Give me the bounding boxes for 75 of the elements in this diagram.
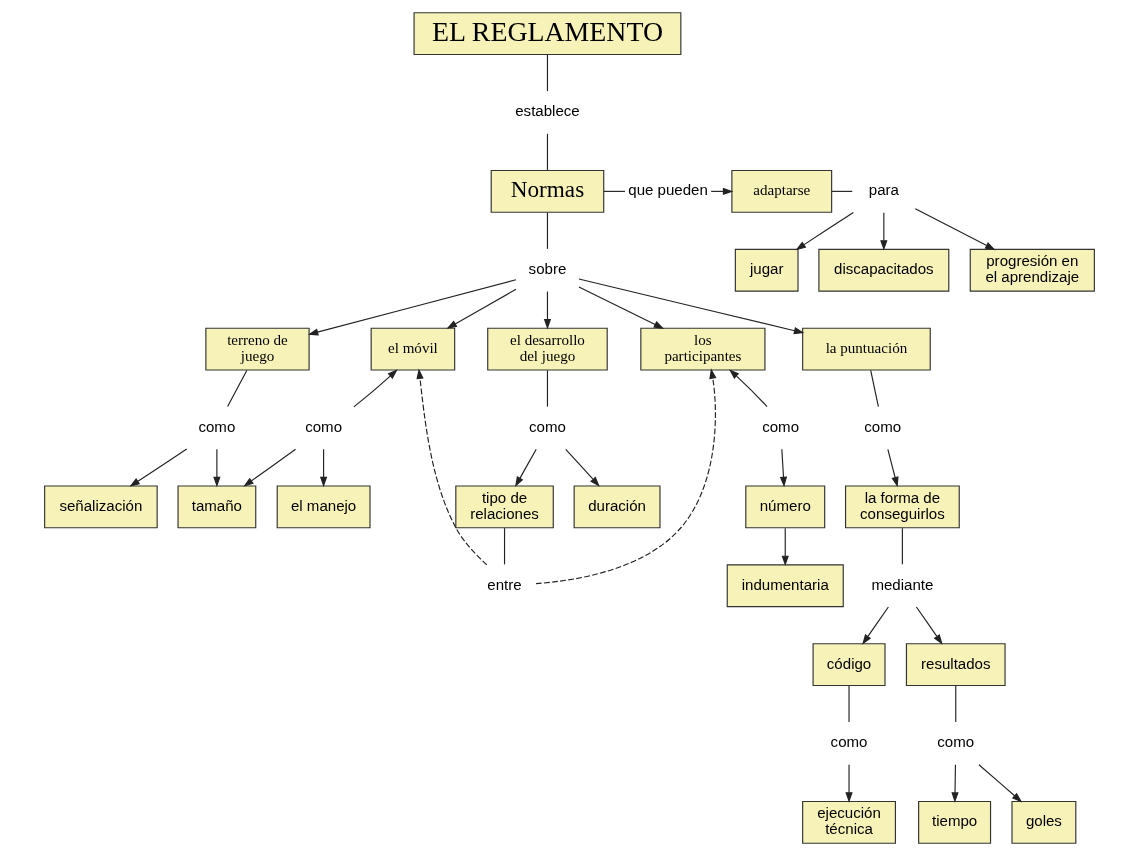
node-box: la puntuación [801, 327, 931, 371]
node-box: código [812, 643, 886, 687]
arrow [307, 279, 516, 336]
arrow [564, 448, 600, 487]
node-box: tamaño [176, 485, 256, 529]
arrow [795, 211, 854, 251]
arrow [577, 278, 804, 335]
node-text: como [830, 733, 867, 751]
node-box: los participantes [639, 327, 766, 371]
node-box: resultados [905, 643, 1006, 687]
connector [503, 527, 505, 565]
node-text: como [761, 417, 799, 435]
arrow [577, 286, 664, 329]
node-box: duración [573, 485, 661, 529]
arrow [212, 448, 221, 488]
arrow [446, 288, 516, 329]
node-box: el manejo [276, 485, 371, 529]
arrow [844, 764, 853, 803]
connector [847, 685, 850, 723]
node-text: para [868, 181, 899, 199]
arrow [914, 208, 996, 251]
arrow [242, 448, 296, 487]
node-box: jugar [734, 248, 799, 292]
connector [546, 212, 548, 250]
arrow [977, 764, 1022, 803]
connector [830, 190, 853, 192]
arrow [728, 369, 768, 408]
node-box: discapacitados [817, 248, 949, 292]
node-text: como [304, 417, 342, 435]
node-text: que pueden [627, 181, 708, 199]
node-text: sobre [528, 260, 566, 278]
node-box: número [744, 485, 825, 529]
arrow [415, 368, 487, 566]
arrow [915, 606, 943, 645]
connector [546, 369, 548, 408]
connector [546, 133, 548, 171]
arrow [861, 606, 889, 645]
node-text: como [528, 417, 566, 435]
node-box: Normas [490, 169, 604, 213]
node-text: establece [514, 102, 580, 120]
connector [901, 527, 903, 565]
node-box: progresión en el aprendizaje [969, 248, 1095, 292]
node-text: como [936, 733, 974, 751]
arrow [879, 212, 887, 251]
arrow [128, 448, 187, 487]
node-box: la forma de conseguirlos [844, 485, 960, 529]
node-box: el móvil [370, 327, 455, 371]
node-box: tipo de relaciones [454, 485, 554, 529]
node-box: goles [1010, 800, 1076, 844]
node-box: ejecución técnica [801, 800, 896, 844]
arrow [950, 764, 959, 803]
node-box: tiempo [917, 800, 991, 844]
connector [869, 369, 879, 408]
connector [546, 54, 548, 92]
node-text: mediante [870, 575, 933, 593]
node-box: terreno de juego [204, 327, 310, 371]
connector [226, 369, 247, 408]
node-box: indumentaria [726, 564, 844, 608]
connector [602, 190, 626, 192]
node-text: como [197, 417, 235, 435]
node-box: el desarrollo del juego [486, 327, 608, 371]
node-text: como [863, 417, 901, 435]
connector [954, 685, 956, 723]
arrow [514, 448, 537, 487]
node-box: EL REGLAMENTO [413, 12, 681, 56]
arrow [779, 448, 787, 488]
arrow [319, 448, 327, 488]
node-box: adaptarse [730, 169, 832, 213]
arrow [543, 290, 551, 330]
node-text: entre [486, 575, 522, 593]
arrow [352, 369, 398, 408]
arrow [781, 527, 789, 567]
arrow [535, 368, 716, 585]
arrow [886, 448, 899, 488]
node-box: señalización [43, 485, 158, 529]
